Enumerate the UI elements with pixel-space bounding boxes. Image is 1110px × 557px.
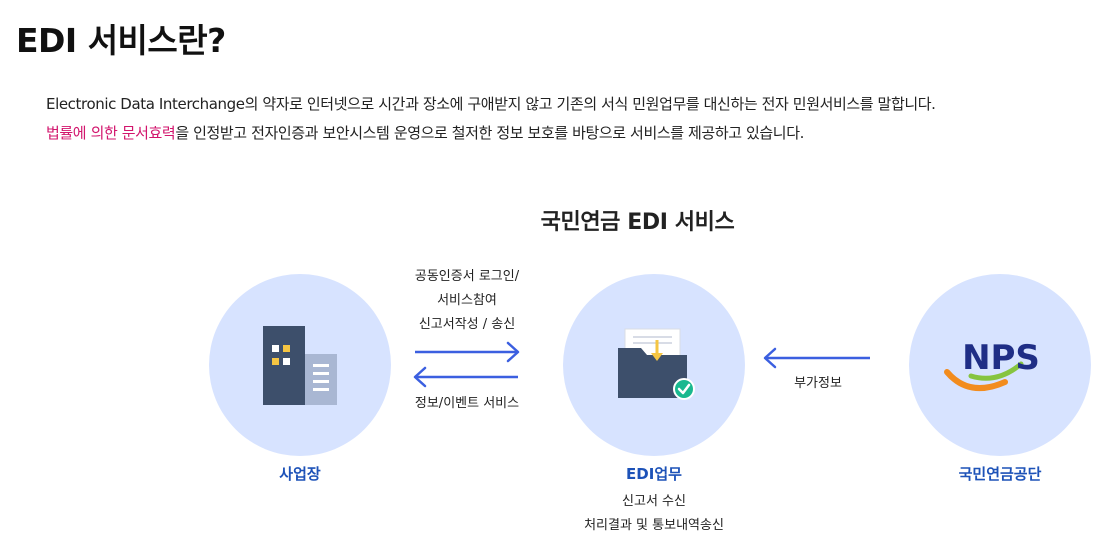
- description-highlight: 법률에 의한 문서효력: [46, 124, 176, 142]
- to-workplace-text: 정보/이벤트 서비스: [414, 396, 520, 411]
- page-title: EDI 서비스란?: [16, 21, 226, 60]
- to-edi-line: 서비스참여: [437, 293, 497, 308]
- edi-sub-line: 처리결과 및 통보내역송신: [584, 518, 724, 533]
- description-line-2-rest: 을 인정받고 전자인증과 보안시스템 운영으로 철저한 정보 보호를 바탕으로 …: [175, 124, 804, 142]
- left-arrow-icon: [763, 347, 870, 369]
- description: Electronic Data Interchange의 약자로 인터넷으로 시…: [46, 90, 936, 148]
- edi-label: EDI업무: [626, 465, 682, 483]
- to-edi-text: 공동인증서 로그인/ 서비스참여 신고서작성 / 송신: [387, 265, 547, 337]
- workplace-circle: [209, 274, 391, 456]
- edi-sub-text: 신고서 수신 처리결과 및 통보내역송신: [554, 490, 754, 538]
- nps-logo: NPS: [944, 338, 1040, 391]
- nps-circle: NPS: [909, 274, 1091, 456]
- folder-document-check-icon: [618, 328, 695, 400]
- nps-logo-text: NPS: [962, 338, 1040, 378]
- to-edi-line: 공동인증서 로그인/: [414, 269, 520, 284]
- building-icon: [263, 326, 337, 405]
- workplace-label: 사업장: [279, 465, 321, 483]
- to-edi-line: 신고서작성 / 송신: [418, 317, 516, 332]
- from-nps-text: 부가정보: [794, 376, 842, 391]
- edi-circle: [563, 274, 745, 456]
- description-line-2: 법률에 의한 문서효력을 인정받고 전자인증과 보안시스템 운영으로 철저한 정…: [46, 119, 936, 148]
- double-arrow-icon: [413, 341, 520, 388]
- description-line-1: Electronic Data Interchange의 약자로 인터넷으로 시…: [46, 95, 936, 113]
- edi-sub-line: 신고서 수신: [622, 494, 686, 509]
- nps-label: 국민연금공단: [958, 465, 1042, 483]
- diagram-title: 국민연금 EDI 서비스: [540, 210, 735, 235]
